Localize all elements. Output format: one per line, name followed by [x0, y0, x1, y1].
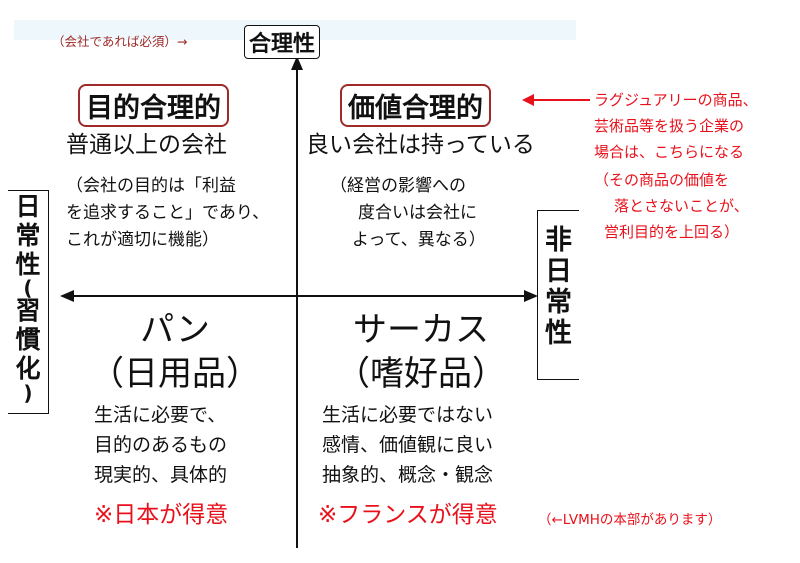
left-axis-char: 性 — [15, 249, 41, 279]
luxury-annotation-line: 落とさないことが、 — [614, 197, 749, 215]
top-axis-note: （会社であれば必須）→ — [52, 34, 188, 49]
luxury-annotation-line: ラグジュアリーの商品、 — [594, 91, 758, 109]
quadrant-top-left-desc-line: これが適切に機能） — [66, 230, 219, 250]
quadrant-top-right-subtitle: 良い会社は持っている — [306, 132, 535, 158]
quadrant-bottom-left-title: パン — [140, 310, 210, 350]
quadrant-top-right-desc-line: （経営の影響への — [330, 176, 466, 196]
right-axis-char: 常 — [545, 287, 572, 319]
horizontal-axis-arrow-left — [60, 290, 74, 302]
luxury-annotation-line: 営利目的を上回る） — [604, 223, 740, 241]
quadrant-top-left-subtitle: 普通以上の会社 — [66, 132, 227, 158]
left-axis-char: 日 — [15, 192, 41, 221]
quadrant-top-right-desc-line: よって、異なる） — [352, 230, 486, 250]
right-axis-char: 日 — [545, 256, 572, 288]
right-axis-char: 性 — [545, 318, 572, 350]
quadrant-top-left-desc-line: を追求すること」であり、 — [66, 203, 270, 223]
lvmh-annotation: （←LVMHの本部があります） — [538, 512, 722, 528]
quadrant-bottom-left-desc-line: 生活に必要で、 — [94, 404, 227, 426]
left-axis-char: ) — [23, 380, 33, 405]
right-axis-char: 非 — [545, 225, 572, 256]
quadrant-bottom-left-desc-line: 目的のあるもの — [94, 434, 228, 456]
quadrant-bottom-right-desc-line: 生活に必要ではない — [322, 404, 494, 426]
quadrant-top-right-heading: 価値合理的 — [340, 84, 491, 127]
left-axis-char: 常 — [15, 220, 41, 250]
quadrant-bottom-left-sub: （日用品） — [90, 354, 260, 394]
left-axis-label: 日 常 性 ( 習 慣 化 ) — [8, 190, 49, 414]
left-axis-char: 化 — [15, 353, 41, 383]
top-axis-label: 合理性 — [244, 25, 321, 59]
luxury-annotation-line: 芸術品等を扱う企業の — [594, 117, 745, 135]
quadrant-bottom-right-desc-line: 抽象的、概念・観念 — [322, 464, 494, 486]
left-axis-char: ( — [23, 276, 33, 301]
vertical-axis-arrowhead — [291, 56, 303, 70]
right-axis-label: 非 日 常 性 — [537, 210, 579, 380]
luxury-annotation-line: 場合は、こちらになる — [594, 143, 745, 161]
quadrant-top-left-desc-line: （会社の目的は「利益 — [66, 176, 236, 196]
left-axis-char: 慣 — [15, 325, 41, 354]
quadrant-bottom-left-note: ※日本が得意 — [94, 502, 229, 528]
quadrant-bottom-right-title: サーカス — [353, 310, 489, 350]
luxury-annotation-line: （その商品の価値を — [594, 171, 730, 189]
quadrant-bottom-right-sub: （嗜好品） — [336, 354, 506, 394]
quadrant-top-right-desc-line: 度合いは会社に — [358, 203, 477, 223]
quadrant-bottom-left-desc-line: 現実的、具体的 — [94, 464, 228, 486]
quadrant-top-left-heading: 目的合理的 — [78, 84, 229, 127]
annotation-arrow-head — [522, 94, 534, 106]
horizontal-axis-arrow-right — [524, 290, 538, 302]
quadrant-bottom-right-note: ※フランスが得意 — [318, 502, 498, 528]
left-axis-char: 習 — [15, 296, 41, 326]
quadrant-bottom-right-desc-line: 感情、価値観に良い — [322, 434, 494, 456]
